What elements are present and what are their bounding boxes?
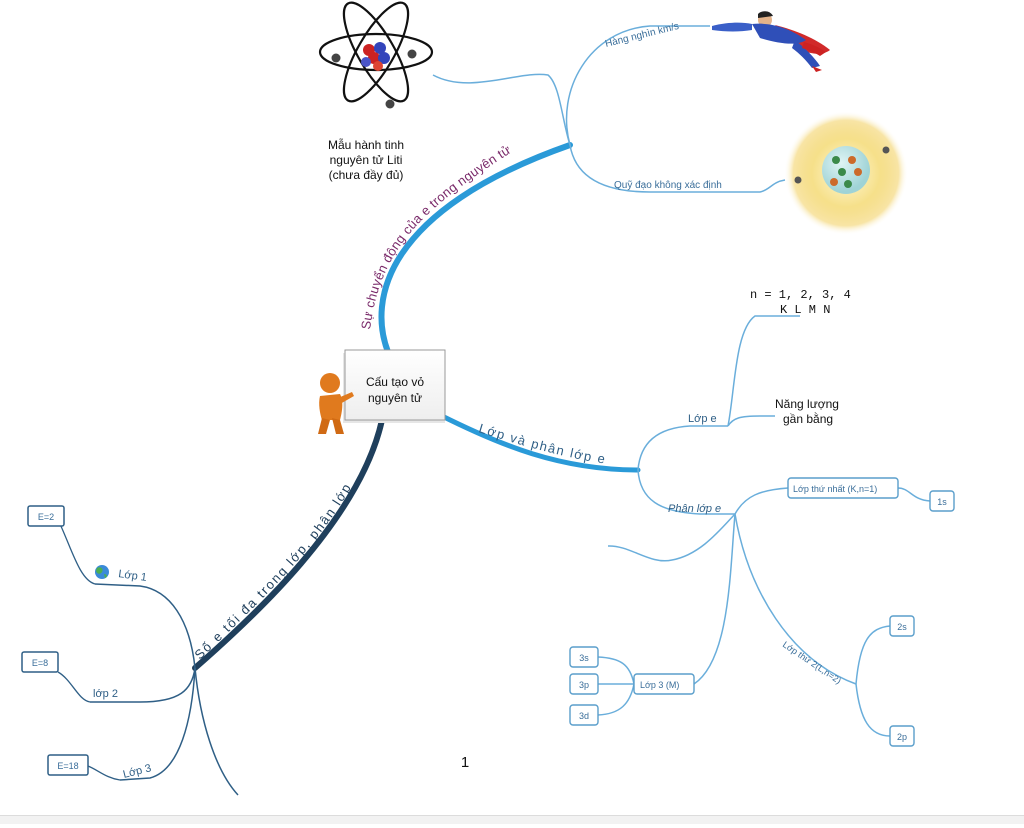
phan-lop-connector-left: [607, 513, 736, 562]
atom-model-icon: [318, 1, 434, 109]
layer1-label: Lớp thứ nhất (K,n=1): [793, 484, 877, 494]
layer2-sub-2s: 2s: [889, 615, 915, 637]
presenter-figure-icon: [318, 373, 354, 434]
atom-caption-line3: (chưa đầy đủ): [329, 168, 404, 182]
motion-branch-orbit: [569, 144, 786, 193]
max-connector-down: [194, 667, 239, 796]
lop-e-to-energy: [727, 415, 775, 427]
lop3-value-box: E=18: [47, 754, 89, 776]
n-letters: K L M N: [780, 303, 830, 317]
globe-icon: [95, 565, 109, 579]
lop3-to-value: [87, 765, 121, 781]
branch-motion: [378, 142, 573, 355]
layer3-to-3d: [597, 683, 635, 716]
atom-caption-line2: nguyên tử Liti: [330, 153, 403, 167]
layer3-sub-3d-label: 3d: [579, 711, 589, 721]
layer3-to-3s: [597, 656, 635, 685]
max-electrons-branch-label: Số e tối đa trong lớp, phân lớp: [191, 480, 354, 663]
max-to-lop2: [90, 667, 196, 703]
page-number: 1: [461, 754, 469, 771]
layer3-sub-3p-label: 3p: [579, 680, 589, 690]
layer2-to-2s: [855, 625, 891, 685]
max-to-lop1: [94, 583, 196, 669]
max-to-lop3: [119, 667, 196, 781]
central-node: Cấu tạo vỏ nguyên tử: [343, 349, 446, 423]
branch-max-electrons: [192, 417, 385, 671]
lop1-value-box: E=2: [27, 505, 65, 527]
layer3-sub-3d: 3d: [569, 704, 599, 726]
orbit-label: Quỹ đạo không xác định: [614, 180, 722, 191]
lop2-to-value: [57, 671, 91, 703]
superhero-flying-icon: [712, 11, 830, 72]
layer3-sub-3s-label: 3s: [579, 653, 589, 663]
lop-e-to-n: [727, 315, 800, 427]
branch-layers: [437, 412, 641, 473]
lop1-to-value: [58, 523, 96, 585]
layer2-sub-2s-label: 2s: [897, 622, 907, 632]
layer1-sub-1s: 1s: [929, 490, 955, 512]
electron-cloud-icon: [784, 111, 908, 235]
lop1-label: Lớp 1: [118, 568, 148, 584]
layer2-sub-2p-label: 2p: [897, 732, 907, 742]
central-line2: nguyên tử: [368, 391, 422, 405]
central-line1: Cấu tạo vỏ: [366, 375, 424, 389]
layer3-sub-3p: 3p: [569, 673, 599, 695]
lop-e-label: Lớp e: [688, 413, 717, 425]
layer2-label: Lớp thứ 2(L,n=2): [781, 639, 843, 685]
lop2-value-box: E=8: [21, 651, 59, 673]
atom-caption-line1: Mẫu hành tinh: [328, 137, 404, 152]
layer1-node: Lớp thứ nhất (K,n=1): [787, 477, 899, 499]
motion-connector-atom: [432, 73, 571, 146]
phan-lop-label: Phân lớp e: [668, 503, 721, 515]
layer3-node: Lớp 3 (M): [633, 673, 695, 695]
layer1-to-1s: [897, 487, 931, 502]
layers-to-lop-e: [637, 425, 728, 471]
phan-lop-to-layer3: [693, 513, 736, 685]
lop3-value: E=18: [57, 761, 78, 771]
phan-lop-to-layer2: [734, 513, 857, 685]
layers-to-phan-lop: [637, 469, 735, 515]
n-values: n = 1, 2, 3, 4: [750, 288, 851, 302]
layer3-label: Lớp 3 (M): [640, 680, 679, 690]
lop2-value: E=8: [32, 658, 48, 668]
energy-line2: gần bằng: [783, 411, 833, 426]
atom-caption: Mẫu hành tinh nguyên tử Liti (chưa đầy đ…: [328, 137, 404, 182]
lop2-label: lớp 2: [93, 688, 118, 700]
layer2-sub-2p: 2p: [889, 725, 915, 747]
lop1-value: E=2: [38, 512, 54, 522]
layer2-to-2p: [855, 683, 891, 737]
motion-branch-speed: [565, 25, 710, 146]
speed-label: Hàng nghìn km/s: [604, 21, 680, 50]
page-bottom-bar: [0, 815, 1024, 824]
layer3-sub-3s: 3s: [569, 646, 599, 668]
layer1-sub-label: 1s: [937, 497, 947, 507]
layers-branch-label: Lớp và phân lớp e: [477, 421, 607, 467]
phan-lop-to-layer1: [734, 487, 789, 515]
energy-line1: Năng lượng: [775, 397, 839, 411]
